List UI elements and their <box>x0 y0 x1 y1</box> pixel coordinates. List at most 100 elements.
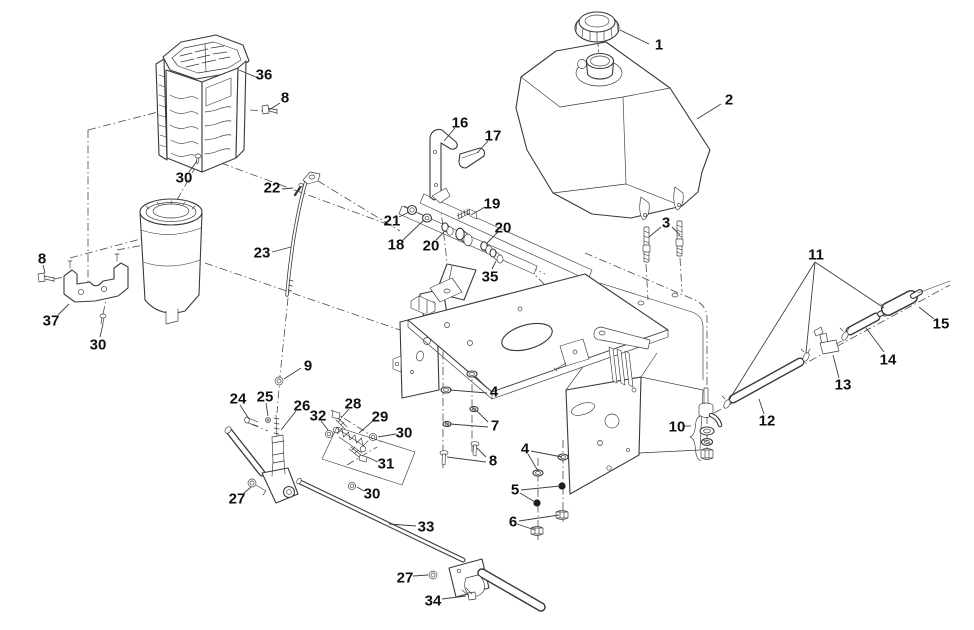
part-callout-20: 20 <box>495 220 512 237</box>
callout-leader <box>280 410 297 431</box>
pedal-lever <box>448 558 546 612</box>
screw-8-pair <box>439 441 480 466</box>
part-callout-37: 37 <box>43 313 60 330</box>
callout-leader <box>57 303 70 316</box>
callout-leader <box>449 423 489 428</box>
part-callout-26: 26 <box>294 398 311 415</box>
part-callout-6: 6 <box>509 514 517 531</box>
fuel-filter-15 <box>877 280 951 317</box>
callout-leader <box>42 264 46 274</box>
clevis-26 <box>271 414 286 477</box>
part-callout-21: 21 <box>384 213 401 230</box>
fuel-valve-13 <box>813 326 843 355</box>
callout-leader <box>518 514 560 522</box>
rubber-mount-5 <box>533 499 541 507</box>
callout-leader <box>377 433 397 438</box>
callout-leader <box>619 29 650 45</box>
callout-leader <box>356 486 365 492</box>
callout-leader <box>814 261 885 309</box>
callout-leader <box>441 595 467 600</box>
part-callout-8: 8 <box>38 251 46 268</box>
washer-stack-left <box>439 370 480 466</box>
rubber-pad-17 <box>458 147 486 169</box>
callout-leader <box>283 367 302 380</box>
bolt-28 <box>331 410 348 430</box>
label-bracket-10 <box>689 415 702 462</box>
callout-leader <box>271 246 292 253</box>
part-callout-25: 25 <box>257 389 274 406</box>
callout-leader <box>865 327 885 353</box>
callout-leader <box>696 103 722 120</box>
part-callout-8: 8 <box>281 90 289 107</box>
callout-leader <box>519 492 536 503</box>
part-callout-8: 8 <box>489 453 497 470</box>
bolt-8-left <box>37 272 55 283</box>
callout-leader <box>398 211 410 218</box>
part-callout-28: 28 <box>345 396 362 413</box>
part-callout-30: 30 <box>364 486 381 503</box>
nut-6-pair <box>530 510 569 536</box>
part-callout-3: 3 <box>662 215 670 232</box>
mount-stack-right <box>530 453 569 536</box>
pin-24 <box>244 416 259 427</box>
callout-leader <box>99 323 104 338</box>
part-callout-15: 15 <box>933 316 950 333</box>
choke-rod <box>285 171 321 297</box>
callout-leader <box>728 261 816 401</box>
callout-leader <box>516 523 536 531</box>
callout-leader <box>320 420 329 431</box>
fuel-shutoff-outlet-10 <box>689 387 723 462</box>
part-callout-9: 9 <box>304 358 312 375</box>
debris-screen-guard <box>155 34 250 173</box>
part-callout-35: 35 <box>482 269 499 286</box>
part-callout-29: 29 <box>372 409 389 426</box>
part-callout-18: 18 <box>388 237 405 254</box>
hose-clamp-11 <box>800 348 811 362</box>
part-callout-7: 7 <box>491 418 499 435</box>
part-callout-27: 27 <box>397 570 414 587</box>
part-callout-30: 30 <box>90 337 107 354</box>
callout-leader <box>239 404 250 420</box>
part-callout-34: 34 <box>425 593 442 610</box>
part-callout-22: 22 <box>264 180 281 197</box>
callout-leader <box>412 574 429 577</box>
filler-neck <box>585 52 615 80</box>
part-callout-2: 2 <box>725 92 733 109</box>
nut-27-upper <box>247 478 267 496</box>
washer-25 <box>265 417 271 423</box>
callout-leader <box>671 226 681 236</box>
fuel-tank <box>515 41 711 221</box>
part-callout-17: 17 <box>485 128 502 145</box>
part-callout-19: 19 <box>484 196 501 213</box>
bushing-20-right <box>480 241 493 255</box>
callout-leader <box>242 486 252 495</box>
callout-leader <box>435 230 446 241</box>
callout-leader <box>268 102 281 111</box>
callout-leader <box>188 160 198 173</box>
part-callout-13: 13 <box>835 377 852 394</box>
part-callout-30: 30 <box>396 425 413 442</box>
cotter-pin-22 <box>293 183 304 197</box>
part-callout-27: 27 <box>229 491 246 508</box>
bolt-31 <box>348 446 368 463</box>
part-callout-4: 4 <box>521 441 530 458</box>
callout-leader <box>832 354 840 379</box>
spacer-35 <box>489 248 504 264</box>
fuel-cap <box>574 11 620 43</box>
rubber-mount-5 <box>558 482 566 490</box>
hose-clamp-11 <box>839 327 850 341</box>
part-callout-24: 24 <box>230 391 247 408</box>
nut-9 <box>274 376 284 386</box>
part-callout-10: 10 <box>669 419 686 436</box>
nut-30-lower <box>348 482 356 490</box>
part-callout-20: 20 <box>423 238 440 255</box>
callout-leader <box>476 410 489 423</box>
callout-leader <box>530 450 563 458</box>
part-callout-36: 36 <box>256 67 273 84</box>
callout-leader <box>491 260 497 270</box>
nut-32 <box>325 430 333 438</box>
part-callout-23: 23 <box>254 245 271 262</box>
callout-leader <box>470 206 486 216</box>
